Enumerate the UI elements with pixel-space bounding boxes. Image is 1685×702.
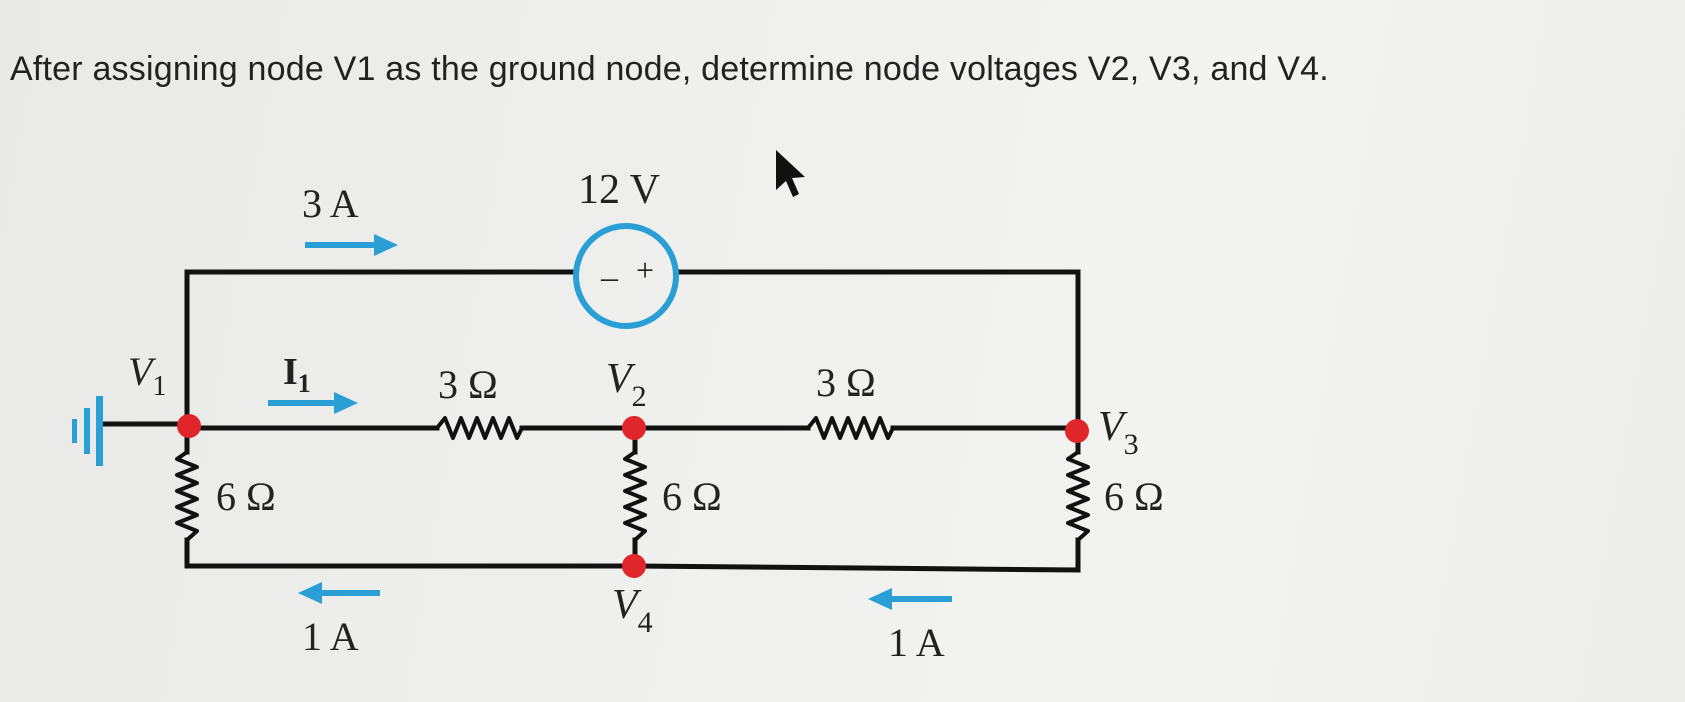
resistor-middle-label: 6 Ω bbox=[662, 474, 722, 519]
arrow-3a bbox=[305, 234, 398, 256]
current-3a-label: 3 A bbox=[302, 181, 359, 226]
node-v4-dot bbox=[622, 554, 646, 578]
current-1a-right-label: 1 A bbox=[888, 620, 945, 665]
resistor-middle bbox=[623, 450, 647, 542]
source-minus-sign: – bbox=[600, 259, 619, 296]
source-value-label: 12 V bbox=[578, 167, 660, 213]
current-1a-left-label: 1 A bbox=[302, 614, 359, 659]
resistor-top-left bbox=[435, 416, 524, 440]
mouse-pointer-icon bbox=[776, 150, 805, 197]
question-text: After assigning node V1 as the ground no… bbox=[10, 50, 1329, 88]
current-i1-label: I1 bbox=[283, 351, 311, 398]
node-v4-label: V4 bbox=[612, 582, 653, 639]
node-v3-dot bbox=[1065, 419, 1089, 443]
voltage-source: – + bbox=[573, 223, 679, 329]
source-plus-sign: + bbox=[636, 252, 654, 288]
resistor-top-right bbox=[806, 416, 895, 440]
resistor-top-left-label: 3 Ω bbox=[438, 362, 498, 407]
node-v3-label: V3 bbox=[1098, 404, 1139, 461]
node-v1-dot bbox=[177, 414, 201, 438]
wires bbox=[99, 269, 1081, 573]
resistor-top-right-label: 3 Ω bbox=[816, 360, 876, 405]
node-v2-label: V2 bbox=[606, 356, 647, 413]
wire-top-left bbox=[184, 269, 575, 431]
nodes bbox=[177, 414, 1089, 578]
arrow-1a-left bbox=[298, 582, 380, 604]
wire-top-right bbox=[677, 269, 1081, 433]
ground-icon bbox=[72, 396, 103, 466]
resistor-right-label: 6 Ω bbox=[1104, 474, 1164, 519]
arrow-i1 bbox=[268, 392, 358, 414]
resistor-left bbox=[175, 450, 199, 542]
resistor-left-label: 6 Ω bbox=[216, 474, 276, 519]
arrow-1a-right bbox=[868, 588, 952, 610]
node-v2-dot bbox=[622, 416, 646, 440]
current-arrows bbox=[268, 234, 952, 610]
node-v1-label: V1 bbox=[128, 349, 166, 402]
resistor-right bbox=[1066, 450, 1090, 542]
